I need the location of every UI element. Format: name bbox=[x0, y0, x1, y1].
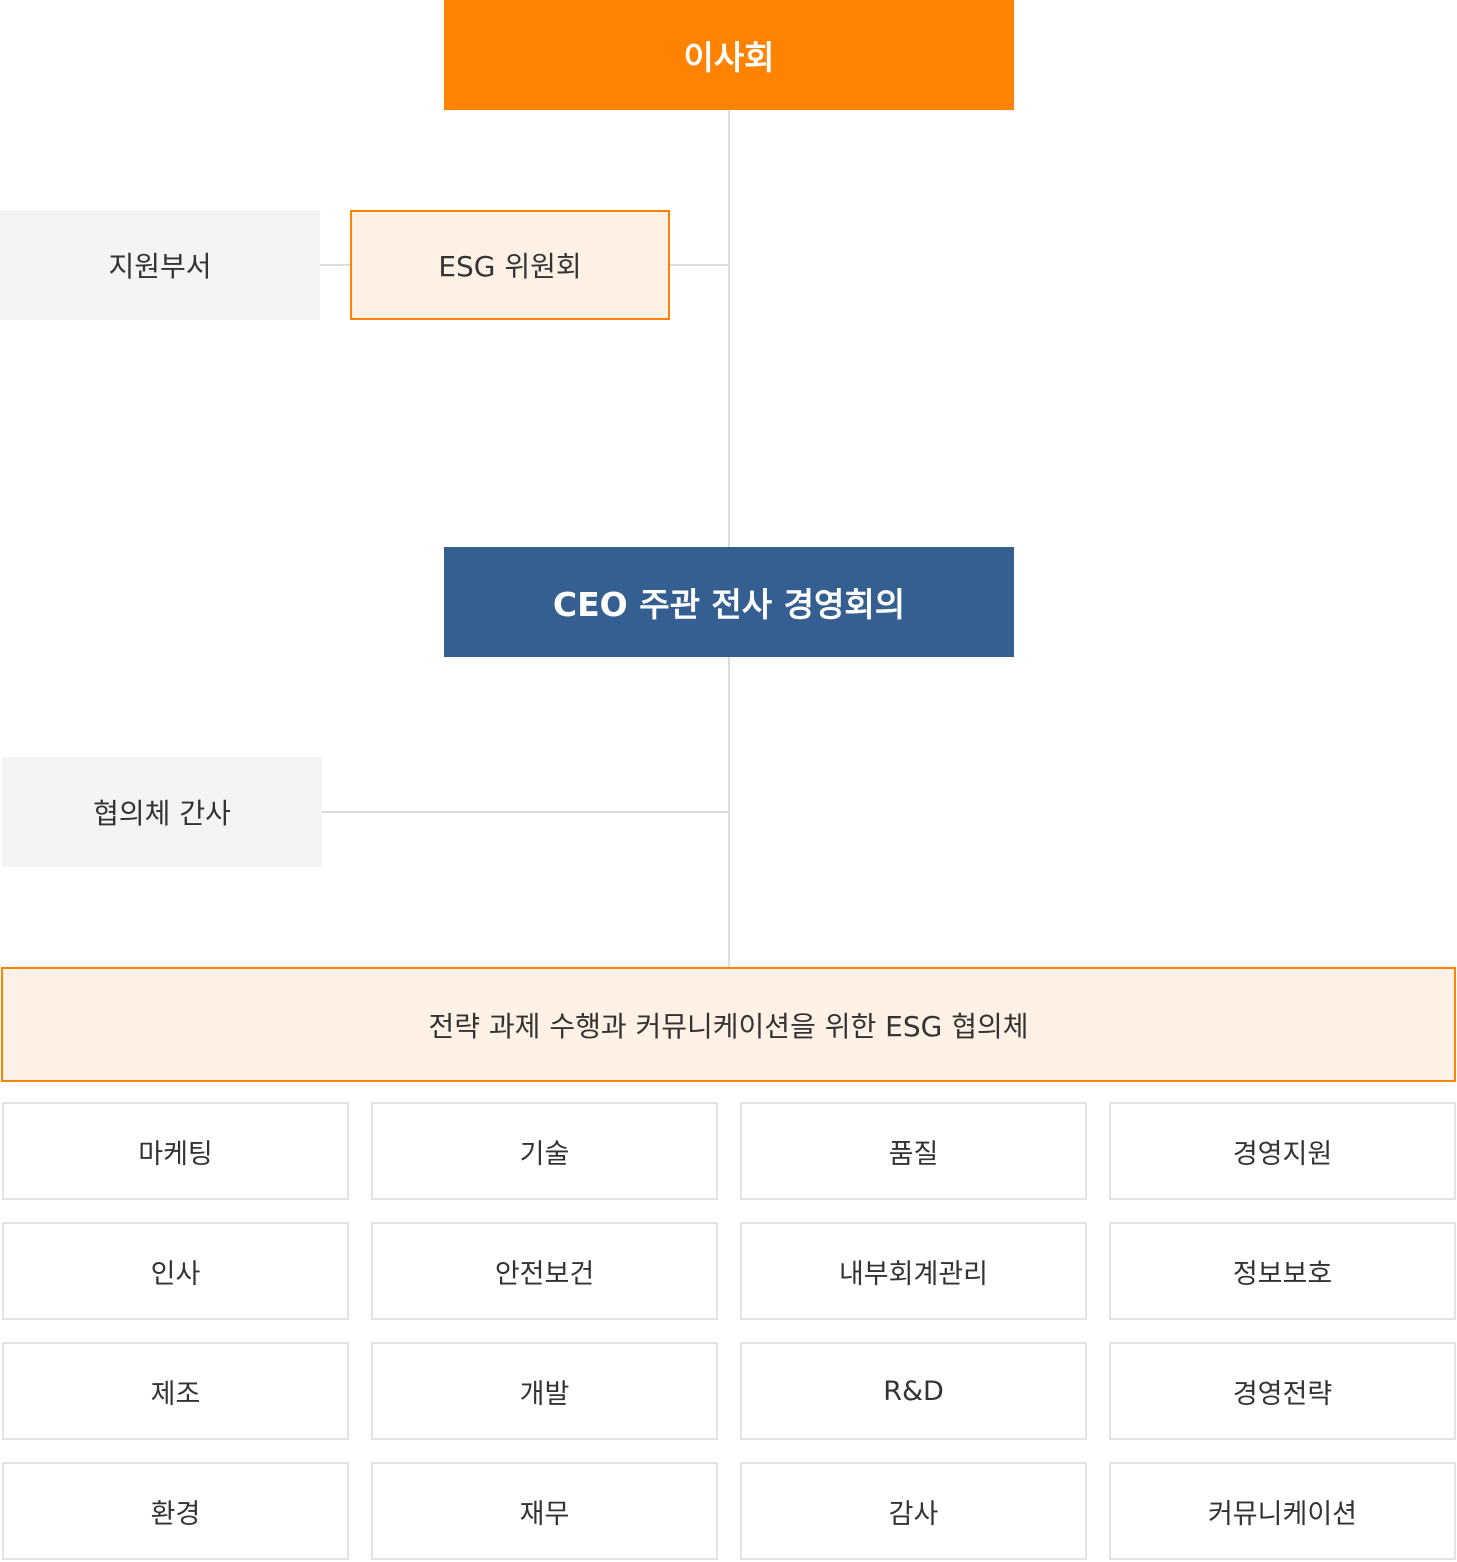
department-cell: 환경 bbox=[2, 1462, 349, 1560]
department-cell: 정보보호 bbox=[1109, 1222, 1456, 1320]
council-secretary-label: 협의체 간사 bbox=[93, 797, 231, 830]
department-cell: 감사 bbox=[740, 1462, 1087, 1560]
department-cell: 안전보건 bbox=[371, 1222, 718, 1320]
esg-council-node: 전략 과제 수행과 커뮤니케이션을 위한 ESG 협의체 bbox=[1, 967, 1456, 1082]
department-cell: 품질 bbox=[740, 1102, 1087, 1200]
department-cell: 내부회계관리 bbox=[740, 1222, 1087, 1320]
connector-support-to-committee bbox=[320, 264, 350, 266]
support-dept-node: 지원부서 bbox=[0, 210, 320, 320]
connector-ceo-to-council bbox=[728, 657, 730, 967]
connector-committee-to-trunk bbox=[670, 264, 729, 266]
board-node: 이사회 bbox=[444, 0, 1014, 110]
connector-board-to-ceo bbox=[728, 110, 730, 547]
department-cell: 마케팅 bbox=[2, 1102, 349, 1200]
support-dept-label: 지원부서 bbox=[108, 250, 212, 283]
council-secretary-node: 협의체 간사 bbox=[2, 757, 322, 867]
connector-secretary-to-trunk bbox=[322, 811, 729, 813]
department-cell: 경영지원 bbox=[1109, 1102, 1456, 1200]
department-cell: 커뮤니케이션 bbox=[1109, 1462, 1456, 1560]
department-cell: 제조 bbox=[2, 1342, 349, 1440]
ceo-meeting-label: CEO 주관 전사 경영회의 bbox=[552, 585, 906, 624]
department-cell: 인사 bbox=[2, 1222, 349, 1320]
department-cell: R&D bbox=[740, 1342, 1087, 1440]
ceo-meeting-node: CEO 주관 전사 경영회의 bbox=[444, 547, 1014, 657]
esg-committee-node: ESG 위원회 bbox=[350, 210, 670, 320]
board-label: 이사회 bbox=[683, 38, 775, 77]
department-cell: 재무 bbox=[371, 1462, 718, 1560]
esg-committee-label: ESG 위원회 bbox=[438, 250, 582, 283]
department-cell: 경영전략 bbox=[1109, 1342, 1456, 1440]
esg-council-label: 전략 과제 수행과 커뮤니케이션을 위한 ESG 협의체 bbox=[428, 1009, 1029, 1043]
department-cell: 기술 bbox=[371, 1102, 718, 1200]
department-cell: 개발 bbox=[371, 1342, 718, 1440]
